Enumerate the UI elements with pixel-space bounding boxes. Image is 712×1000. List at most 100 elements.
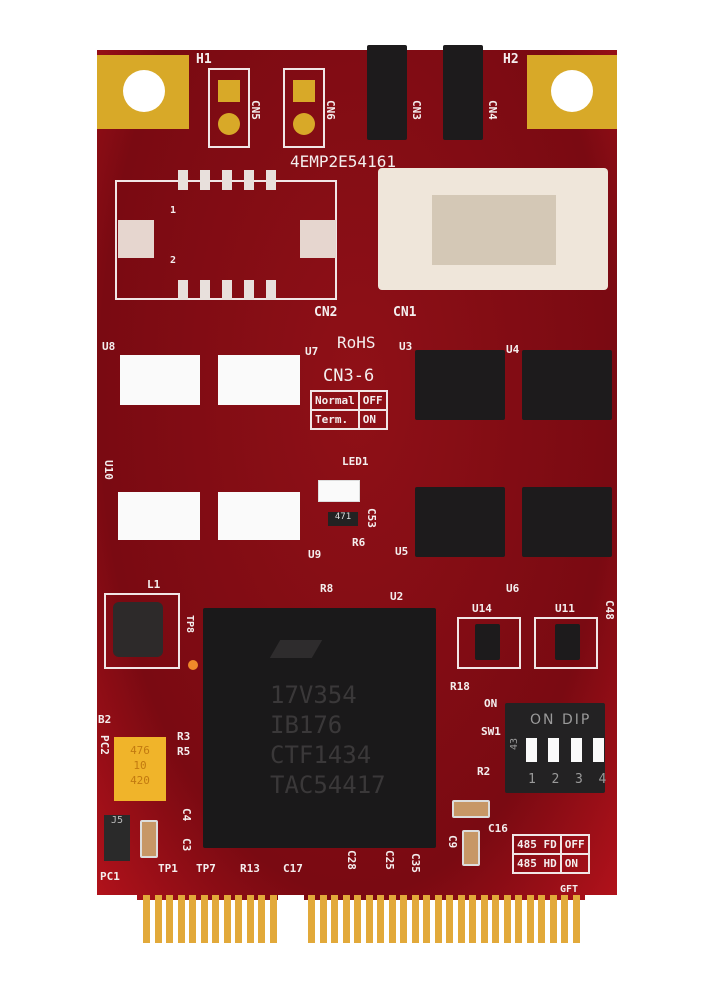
transformer-u8 bbox=[120, 355, 200, 405]
label-cn3: CN3 bbox=[410, 100, 423, 120]
label-tp7: TP7 bbox=[196, 862, 216, 875]
led1 bbox=[318, 480, 360, 502]
cn5-pin bbox=[218, 80, 240, 102]
label-c28: C28 bbox=[345, 850, 358, 870]
label-c17: C17 bbox=[283, 862, 303, 875]
cell: 485 FD bbox=[512, 834, 562, 855]
label-u6: U6 bbox=[506, 582, 520, 595]
label-r2: R2 bbox=[477, 765, 491, 778]
label-u5: U5 bbox=[395, 545, 409, 558]
chip-u6 bbox=[522, 487, 612, 557]
dip-title: ON DIP bbox=[530, 712, 592, 728]
cap-marking: 420 bbox=[130, 774, 150, 787]
chip-u2 bbox=[203, 608, 436, 848]
gold-finger bbox=[492, 895, 499, 943]
gold-finger bbox=[480, 895, 488, 943]
gold-finger bbox=[423, 895, 430, 943]
label-sw1: SW1 bbox=[481, 725, 501, 738]
gold-finger bbox=[235, 895, 242, 943]
label-r6: R6 bbox=[352, 536, 366, 549]
label-r18: R18 bbox=[450, 680, 470, 693]
chip-u3 bbox=[415, 350, 505, 420]
gold-finger bbox=[354, 895, 361, 943]
capacitor-c16 bbox=[452, 800, 490, 818]
gold-finger bbox=[400, 895, 407, 943]
label-cn2: CN2 bbox=[314, 305, 338, 320]
chip-marking: 17V354 IB176 CTF1434 TAC54417 bbox=[270, 680, 386, 800]
dip-number: 4 bbox=[598, 772, 607, 787]
label-r13: R13 bbox=[240, 862, 260, 875]
transformer-u7 bbox=[218, 355, 300, 405]
cell: OFF bbox=[559, 834, 590, 855]
chip-line: IB176 bbox=[270, 711, 343, 739]
cn6-pin bbox=[293, 80, 315, 102]
gold-finger bbox=[434, 895, 442, 943]
dip-toggle-3[interactable] bbox=[571, 738, 582, 762]
transformer-u10 bbox=[118, 492, 200, 540]
label-h2: H2 bbox=[503, 52, 519, 67]
label-cn4: CN4 bbox=[486, 100, 499, 120]
mount-hole-right bbox=[551, 70, 593, 112]
label-r8: R8 bbox=[320, 582, 334, 595]
label-r5: R5 bbox=[177, 745, 191, 758]
gold-finger bbox=[469, 895, 476, 943]
chip-line: TAC54417 bbox=[270, 771, 386, 799]
chip-u5 bbox=[415, 487, 505, 557]
cap-marking: 476 bbox=[130, 744, 150, 757]
dip-numbers: 1 2 3 4 bbox=[528, 772, 606, 787]
chip-u11 bbox=[555, 624, 580, 660]
mount-hole-left bbox=[123, 70, 165, 112]
jumper-cn3[interactable] bbox=[367, 45, 407, 140]
label-u4: U4 bbox=[506, 343, 520, 356]
u14-footprint bbox=[457, 617, 521, 669]
label-l1: L1 bbox=[147, 578, 161, 591]
rohs-mark: RoHS bbox=[337, 333, 376, 352]
cn6-header bbox=[283, 68, 325, 148]
gold-finger bbox=[515, 895, 522, 943]
transformer-u9 bbox=[218, 492, 300, 540]
label-r3: R3 bbox=[177, 730, 191, 743]
chip-line: 17V354 bbox=[270, 681, 357, 709]
l1-footprint bbox=[104, 593, 180, 669]
gold-finger bbox=[154, 895, 162, 943]
label-c16: C16 bbox=[488, 822, 508, 835]
cn6-pin bbox=[293, 113, 315, 135]
label-b2: B2 bbox=[98, 713, 112, 726]
capacitor-c9 bbox=[462, 830, 480, 866]
cn5-pin bbox=[218, 113, 240, 135]
jumper-cn4[interactable] bbox=[443, 45, 483, 140]
gold-finger bbox=[561, 895, 568, 943]
gold-finger bbox=[223, 895, 231, 943]
gold-finger bbox=[549, 895, 557, 943]
cell: OFF bbox=[357, 390, 388, 411]
pin2-label: 2 bbox=[170, 255, 177, 266]
label-c25: C25 bbox=[383, 850, 396, 870]
label-u8: U8 bbox=[102, 340, 116, 353]
label-c9: C9 bbox=[446, 835, 459, 849]
gold-finger bbox=[331, 895, 338, 943]
label-on: ON bbox=[484, 697, 498, 710]
serial-number: 4EMP2E54161 bbox=[290, 152, 396, 171]
gold-finger bbox=[189, 895, 196, 943]
dip-toggle-2[interactable] bbox=[548, 738, 559, 762]
dip-number: 3 bbox=[574, 772, 583, 787]
cap-marking: 10 bbox=[133, 759, 147, 772]
label-cn1: CN1 bbox=[393, 305, 417, 320]
label-u7: U7 bbox=[305, 345, 319, 358]
label-tp1: TP1 bbox=[158, 862, 178, 875]
dip-toggle-1[interactable] bbox=[526, 738, 537, 762]
label-c48: C48 bbox=[603, 600, 616, 620]
dip-toggle-4[interactable] bbox=[593, 738, 604, 762]
label-cn5: CN5 bbox=[249, 100, 262, 120]
label-u14: U14 bbox=[472, 602, 492, 615]
gold-finger bbox=[388, 895, 396, 943]
gold-finger bbox=[200, 895, 208, 943]
dip-number: 2 bbox=[551, 772, 560, 787]
label-c35: C35 bbox=[409, 853, 422, 873]
gold-finger bbox=[308, 895, 315, 943]
cell: Term. bbox=[310, 409, 360, 430]
label-pc1: PC1 bbox=[100, 870, 120, 883]
cell: Normal bbox=[310, 390, 360, 411]
gold-finger bbox=[246, 895, 254, 943]
